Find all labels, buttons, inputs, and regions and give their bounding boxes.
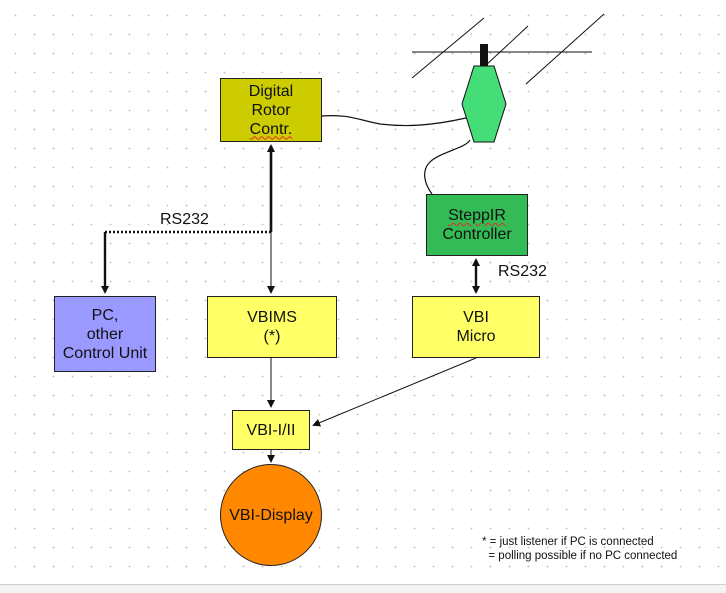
steppir-controller-box: SteppIR Controller: [426, 194, 528, 256]
pc-control-unit-box: PC, other Control Unit: [54, 296, 156, 372]
rotor-line-3: Contr.: [249, 120, 293, 138]
vbi-i-ii-box: VBI-I/II: [232, 410, 310, 450]
rotor-line-1: Digital: [248, 82, 294, 100]
steppir-antenna-cable: [424, 139, 471, 195]
vbi-display-label: VBI-Display: [229, 506, 313, 524]
vbims-line-1: VBIMS: [247, 309, 297, 326]
rs232-label-left: RS232: [160, 211, 209, 228]
antenna-icon: [411, 13, 605, 143]
bottom-divider: [0, 584, 726, 593]
vbi-micro-box: VBI Micro: [412, 296, 540, 358]
vbi-micro-line-2: Micro: [456, 328, 496, 345]
pc-line-2: other: [86, 325, 124, 343]
vbims-box: VBIMS (*): [207, 296, 337, 358]
pc-line-1: PC,: [91, 306, 119, 324]
digital-rotor-controller-box: Digital Rotor Contr.: [220, 78, 322, 142]
steppir-line-2: Controller: [442, 226, 512, 243]
rs232-label-right: RS232: [498, 263, 547, 280]
footnote-line-2: = polling possible if no PC connected: [482, 549, 677, 563]
micro-to-vbi12-arrow: [312, 357, 477, 427]
footnote-line-2-text: = polling possible if no PC connected: [488, 550, 678, 562]
vbi-micro-line-1: VBI: [463, 309, 489, 326]
footnote-line-1: * = just listener if PC is connected: [482, 536, 654, 548]
vbi-display-circle: VBI-Display: [220, 464, 322, 566]
vbims-line-2: (*): [263, 328, 281, 345]
rotor-antenna-cable: [321, 115, 467, 127]
steppir-line-1: SteppIR: [448, 207, 506, 224]
vbi-i-ii-label: VBI-I/II: [246, 421, 296, 439]
rotor-line-2: Rotor: [251, 101, 291, 119]
pc-line-3: Control Unit: [62, 344, 148, 362]
